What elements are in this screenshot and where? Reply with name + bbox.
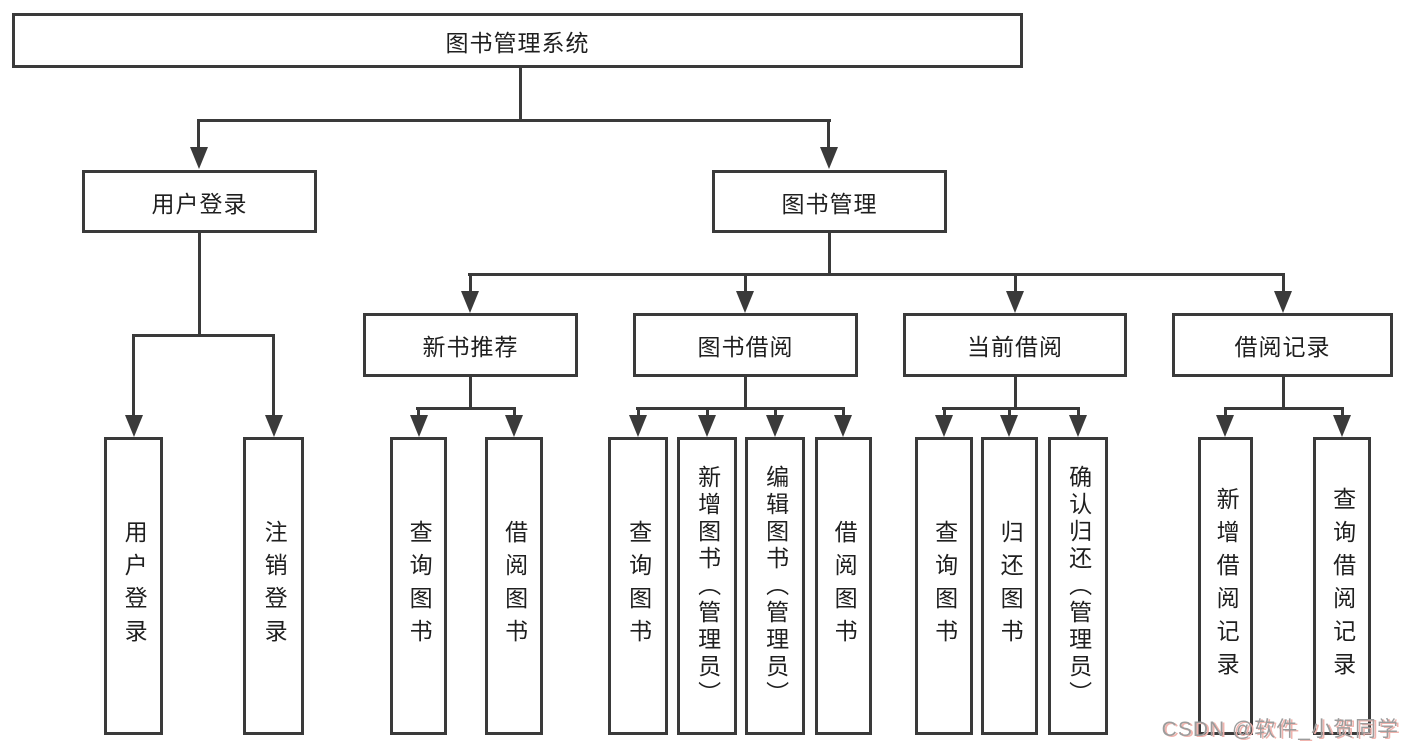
connector-line (744, 273, 747, 293)
arrow-head (1333, 415, 1351, 437)
arrow-head (766, 415, 784, 437)
connector-line (636, 407, 845, 410)
connector-line (132, 334, 135, 417)
arrow-head (1000, 415, 1018, 437)
leaf-edit-book-admin: 编辑图书（管理员） (745, 437, 805, 735)
node-root: 图书管理系统 (12, 13, 1023, 68)
connector-line (417, 407, 420, 417)
connector-line (943, 407, 946, 417)
node-book-management: 图书管理 (712, 170, 947, 233)
node-borrow-records-label: 借阅记录 (1234, 334, 1331, 360)
leaf-borrow-books-recommend: 借阅图书 (485, 437, 543, 735)
arrow-head (505, 415, 523, 437)
arrow-head (461, 291, 479, 313)
connector-line (272, 334, 275, 417)
leaf-borrow-books-recommend-label: 借阅图书 (501, 520, 528, 652)
leaf-query-books-borrow: 查询图书 (608, 437, 668, 735)
node-new-book-recommend-label: 新书推荐 (422, 334, 519, 360)
connector-line (469, 273, 472, 293)
connector-line (519, 68, 522, 120)
connector-line (1008, 407, 1011, 417)
leaf-return-books-label: 归还图书 (997, 520, 1024, 652)
connector-line (416, 407, 516, 410)
connector-line (1014, 273, 1017, 293)
leaf-borrow-books-label: 借阅图书 (831, 520, 858, 652)
arrow-head (820, 147, 838, 169)
connector-line (132, 334, 275, 337)
connector-line (842, 407, 845, 417)
node-book-borrow: 图书借阅 (633, 313, 858, 377)
arrow-head (1216, 415, 1234, 437)
node-current-borrow: 当前借阅 (903, 313, 1127, 377)
leaf-user-login-label: 用户登录 (121, 520, 148, 652)
arrow-head (1069, 415, 1087, 437)
leaf-query-borrow-record: 查询借阅记录 (1313, 437, 1371, 735)
node-new-book-recommend: 新书推荐 (363, 313, 578, 377)
connector-line (197, 119, 200, 149)
connector-line (1341, 407, 1344, 417)
leaf-logout-label: 注销登录 (261, 520, 288, 652)
arrow-head (1274, 291, 1292, 313)
leaf-query-borrow-record-label: 查询借阅记录 (1329, 487, 1356, 685)
connector-line (1224, 407, 1344, 410)
node-borrow-records: 借阅记录 (1172, 313, 1393, 377)
arrow-head (1006, 291, 1024, 313)
leaf-return-books: 归还图书 (981, 437, 1038, 735)
arrow-head (265, 415, 283, 437)
connector-line (513, 407, 516, 417)
arrow-head (190, 147, 208, 169)
leaf-add-book-admin: 新增图书（管理员） (677, 437, 737, 735)
leaf-add-borrow-record-label: 新增借阅记录 (1213, 487, 1240, 685)
leaf-logout: 注销登录 (243, 437, 304, 735)
leaf-user-login: 用户登录 (104, 437, 163, 735)
connector-line (828, 233, 831, 275)
connector-line (1282, 377, 1285, 409)
connector-line (197, 119, 831, 122)
arrow-head (834, 415, 852, 437)
connector-line (706, 407, 709, 417)
connector-line (1014, 377, 1017, 409)
connector-line (774, 407, 777, 417)
node-book-management-label: 图书管理 (781, 190, 878, 217)
leaf-query-books-recommend-label: 查询图书 (406, 520, 433, 652)
leaf-confirm-return-admin-label: 确认归还（管理员） (1065, 464, 1092, 708)
connector-line (198, 233, 201, 336)
connector-line (744, 377, 747, 409)
connector-line (1224, 407, 1227, 417)
arrow-head (935, 415, 953, 437)
node-root-label: 图书管理系统 (445, 29, 590, 56)
connector-line (942, 407, 1080, 410)
csdn-watermark: CSDN @软件_小贺同学 (1161, 718, 1399, 741)
connector-line (1077, 407, 1080, 417)
connector-line (827, 119, 830, 149)
arrow-head (698, 415, 716, 437)
connector-line (469, 377, 472, 409)
node-user-login: 用户登录 (82, 170, 317, 233)
arrow-head (125, 415, 143, 437)
node-book-borrow-label: 图书借阅 (697, 334, 794, 360)
leaf-add-borrow-record: 新增借阅记录 (1198, 437, 1253, 735)
leaf-borrow-books: 借阅图书 (815, 437, 872, 735)
leaf-query-books-current-label: 查询图书 (931, 520, 958, 652)
arrow-head (410, 415, 428, 437)
leaf-add-book-admin-label: 新增图书（管理员） (694, 464, 721, 708)
arrow-head (736, 291, 754, 313)
leaf-edit-book-admin-label: 编辑图书（管理员） (762, 464, 789, 708)
connector-line (1282, 273, 1285, 293)
leaf-query-books-recommend: 查询图书 (390, 437, 447, 735)
node-current-borrow-label: 当前借阅 (967, 334, 1063, 360)
connector-line (468, 273, 1285, 276)
arrow-head (629, 415, 647, 437)
connector-line (637, 407, 640, 417)
leaf-query-books-borrow-label: 查询图书 (625, 520, 652, 652)
node-user-login-label: 用户登录 (151, 190, 248, 217)
leaf-query-books-current: 查询图书 (915, 437, 973, 735)
leaf-confirm-return-admin: 确认归还（管理员） (1048, 437, 1108, 735)
